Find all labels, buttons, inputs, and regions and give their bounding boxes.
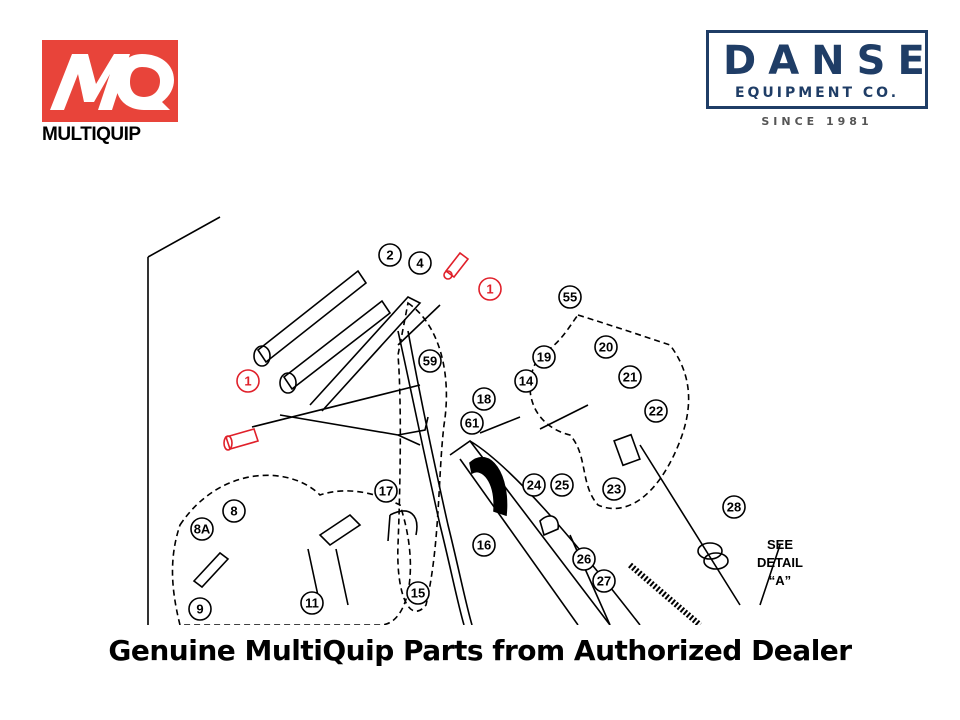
svg-text:15: 15 xyxy=(411,586,425,601)
callout-59: 59 xyxy=(418,349,442,373)
svg-text:26: 26 xyxy=(577,552,591,567)
callout-4: 4 xyxy=(408,251,432,275)
callout-1: 1 xyxy=(236,369,260,393)
svg-text:23: 23 xyxy=(607,482,621,497)
mq-letters-icon xyxy=(50,54,174,110)
parts-drawing xyxy=(147,216,781,625)
see-detail-line-3: “A” xyxy=(769,573,791,588)
callout-18: 18 xyxy=(472,387,496,411)
callout-26: 26 xyxy=(572,547,596,571)
danse-logo-box: DANSE EQUIPMENT CO. xyxy=(706,30,928,109)
callout-15: 15 xyxy=(406,581,430,605)
callout-11: 11 xyxy=(300,591,324,615)
callout-17: 17 xyxy=(374,479,398,503)
callout-27: 27 xyxy=(592,569,616,593)
callout-8a: 8A xyxy=(190,517,214,541)
danse-title: DANSE xyxy=(723,38,937,84)
svg-text:18: 18 xyxy=(477,392,491,407)
svg-text:11: 11 xyxy=(305,596,319,611)
see-detail-line-1: SEE xyxy=(767,537,793,552)
svg-text:8: 8 xyxy=(230,504,237,519)
callout-8: 8 xyxy=(222,499,246,523)
svg-text:17: 17 xyxy=(379,484,393,499)
multiquip-wordmark: MULTIQUIP xyxy=(42,124,141,145)
callout-55: 55 xyxy=(558,285,582,309)
callout-2: 2 xyxy=(378,243,402,267)
svg-text:16: 16 xyxy=(477,538,491,553)
svg-text:27: 27 xyxy=(597,574,611,589)
multiquip-logo: MULTIQUIP xyxy=(42,40,182,146)
callout-9: 9 xyxy=(188,597,212,621)
callout-21: 21 xyxy=(618,365,642,389)
svg-text:4: 4 xyxy=(416,256,424,271)
svg-text:25: 25 xyxy=(555,478,569,493)
svg-text:1: 1 xyxy=(244,374,251,389)
callout-20: 20 xyxy=(594,335,618,359)
svg-text:9: 9 xyxy=(196,602,203,617)
svg-text:1: 1 xyxy=(486,282,493,297)
svg-text:22: 22 xyxy=(649,404,663,419)
danse-since: SINCE 1981 xyxy=(761,115,873,128)
svg-text:14: 14 xyxy=(519,374,534,389)
danse-equipment-logo: DANSE EQUIPMENT CO. SINCE 1981 xyxy=(706,30,928,128)
see-detail-line-2: DETAIL xyxy=(757,555,803,570)
danse-subtitle: EQUIPMENT CO. xyxy=(734,85,900,101)
svg-text:24: 24 xyxy=(527,478,542,493)
callout-14: 14 xyxy=(514,369,538,393)
callout-25: 25 xyxy=(550,473,574,497)
callout-19: 19 xyxy=(532,345,556,369)
svg-text:8A: 8A xyxy=(194,522,211,537)
callout-24: 24 xyxy=(522,473,546,497)
svg-text:20: 20 xyxy=(599,340,613,355)
dealer-caption: Genuine MultiQuip Parts from Authorized … xyxy=(108,634,852,667)
svg-text:28: 28 xyxy=(727,500,741,515)
svg-text:19: 19 xyxy=(537,350,551,365)
svg-text:61: 61 xyxy=(465,416,479,431)
callout-16: 16 xyxy=(472,533,496,557)
mq-logo-mark xyxy=(42,40,178,122)
callout-61: 61 xyxy=(460,411,484,435)
see-detail-note: SEE DETAIL “A” xyxy=(757,537,803,588)
callout-1: 1 xyxy=(478,277,502,301)
svg-text:59: 59 xyxy=(423,354,437,369)
svg-text:2: 2 xyxy=(386,248,393,263)
callout-22: 22 xyxy=(644,399,668,423)
callout-28: 28 xyxy=(722,495,746,519)
callout-23: 23 xyxy=(602,477,626,501)
svg-text:21: 21 xyxy=(623,370,637,385)
svg-text:55: 55 xyxy=(563,290,577,305)
